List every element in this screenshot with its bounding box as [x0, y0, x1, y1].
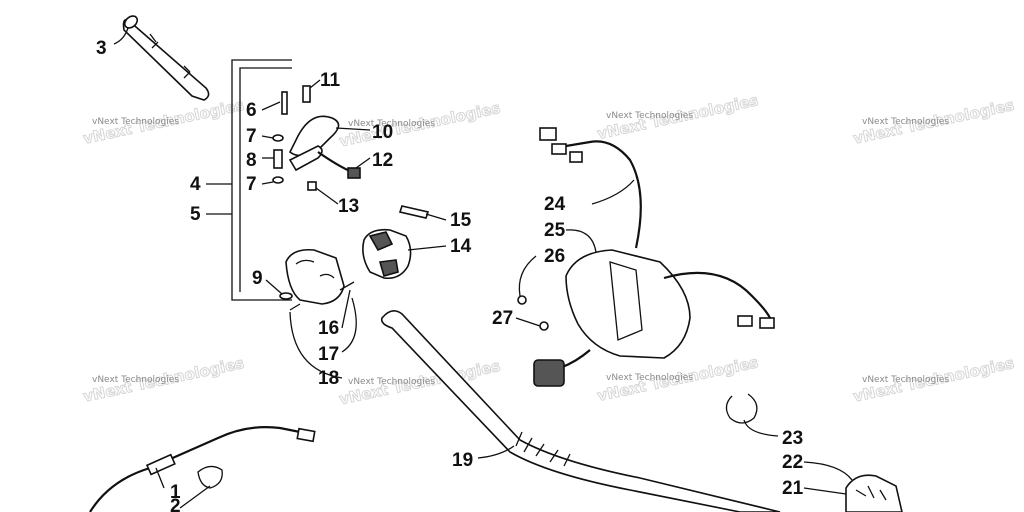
connector-right-b [759, 317, 775, 329]
callout-2: 2 [170, 496, 181, 512]
part-15 [398, 205, 430, 219]
clip-2 [197, 465, 223, 489]
callout-6: 6 [246, 100, 257, 121]
part-switch-assembly [517, 127, 775, 387]
screw-18 [289, 303, 301, 311]
callout-12: 12 [372, 150, 393, 171]
callout-23: 23 [782, 428, 803, 449]
callout-3: 3 [96, 38, 107, 59]
callout-17: 17 [318, 344, 339, 365]
connector-24a [539, 127, 557, 141]
part-right-control [845, 474, 903, 512]
watermark-text: vNext Technologies [92, 117, 179, 127]
callout-7a: 7 [246, 126, 257, 147]
callout-4: 4 [190, 174, 201, 195]
callout-19: 19 [452, 450, 473, 471]
callout-16: 16 [318, 318, 339, 339]
watermark-text: vNext Technologies [348, 377, 435, 387]
wire-12 [317, 151, 353, 174]
callout-27: 27 [492, 308, 513, 329]
callout-9: 9 [252, 268, 263, 289]
callout-24: 24 [544, 194, 566, 215]
watermark-text: vNext Technologies [862, 117, 949, 127]
callout-22: 22 [782, 452, 803, 473]
watermark-text: vNext Technologies [348, 119, 435, 129]
connector-12 [347, 167, 361, 179]
part-switch-housing [362, 205, 430, 280]
connector-24c [569, 151, 583, 163]
callout-15: 15 [450, 210, 472, 231]
harness-right [663, 271, 771, 319]
bracket-4-5 [231, 59, 292, 301]
watermark-text: vNext Technologies [92, 375, 179, 385]
callout-21: 21 [782, 478, 804, 499]
callout-11: 11 [320, 70, 341, 91]
callout-labels: 3 4 5 6 7 8 7 9 11 10 12 13 15 14 16 17 … [96, 38, 804, 512]
connector-main [533, 359, 565, 387]
part-handlebar [380, 310, 781, 512]
part-throttle-cable [89, 426, 316, 512]
harness-24 [565, 140, 642, 249]
washer-7b [272, 176, 284, 184]
watermark-text: vNext Technologies [606, 111, 693, 121]
leader-lines [113, 27, 853, 509]
part-grip [122, 15, 210, 101]
bushing-8 [273, 149, 283, 169]
callout-18: 18 [318, 368, 339, 389]
watermark-text: vNext Technologies [606, 373, 693, 383]
callout-25: 25 [544, 220, 566, 241]
callout-8: 8 [246, 150, 257, 171]
callout-1: 1 [170, 482, 181, 503]
part-housing-left [279, 248, 355, 311]
callout-14: 14 [450, 236, 472, 257]
callout-7b: 7 [246, 174, 257, 195]
connector-right-a [737, 315, 753, 327]
connector-24b [551, 143, 567, 155]
screw-27 [539, 321, 549, 331]
screw-16 [339, 281, 355, 291]
clip-13 [307, 181, 317, 191]
part-snap-ring [725, 393, 758, 424]
callout-5: 5 [190, 204, 201, 225]
screw-26 [517, 295, 527, 305]
washer-9 [279, 292, 293, 300]
callout-10: 10 [372, 122, 393, 143]
part-throttle-lever [272, 85, 361, 191]
callout-13: 13 [338, 196, 359, 217]
pin-6 [281, 91, 288, 115]
part-11 [302, 85, 311, 103]
watermark-text: vNext Technologies [862, 375, 949, 385]
callout-26: 26 [544, 246, 565, 267]
washer-7a [272, 134, 284, 142]
